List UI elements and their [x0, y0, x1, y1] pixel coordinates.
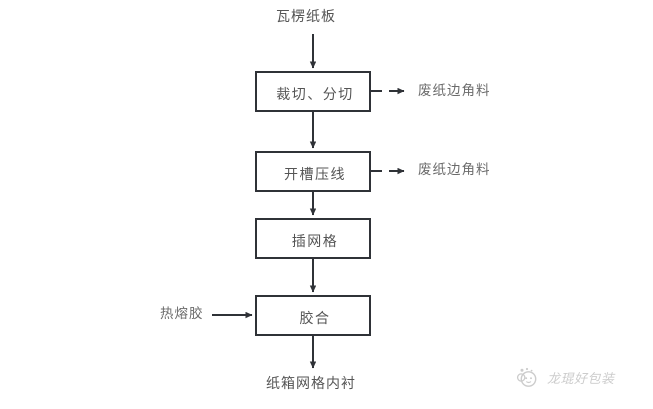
circles-logo-icon	[516, 367, 537, 387]
process-box-gluing-label: 胶合	[299, 310, 331, 327]
process-box-grid-insert[interactable]: 插网格	[255, 218, 371, 259]
output-label-carton-grid-lining: 纸箱网格内衬	[266, 376, 356, 392]
process-box-grid-insert-label: 插网格	[291, 233, 339, 250]
output-label-waste-scraps-slotting: 废纸边角料	[418, 162, 491, 178]
input-label-hot-melt-glue: 热熔胶	[160, 306, 204, 322]
process-box-cutting[interactable]: 裁切、分切	[255, 71, 371, 112]
output-label-waste-scraps-cutting: 废纸边角料	[418, 83, 491, 99]
input-label-corrugated-board: 瓦楞纸板	[276, 9, 336, 25]
watermark-text: 龙琨好包装	[547, 371, 615, 387]
process-box-slotting[interactable]: 开槽压线	[255, 151, 371, 192]
process-box-slotting-label: 开槽压线	[284, 166, 346, 183]
process-box-gluing[interactable]: 胶合	[255, 295, 371, 336]
watermark: 龙琨好包装	[516, 366, 615, 388]
process-box-cutting-label: 裁切、分切	[276, 86, 354, 103]
